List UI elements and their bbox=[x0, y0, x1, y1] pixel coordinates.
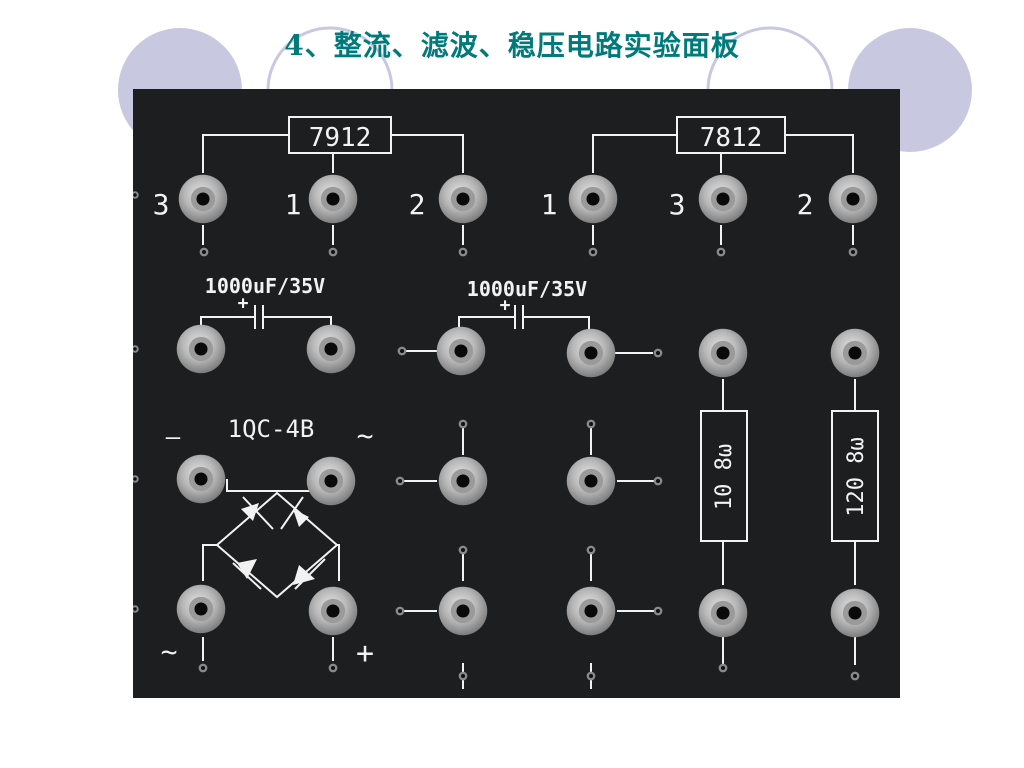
jack[interactable] bbox=[438, 456, 488, 506]
test-pin bbox=[653, 348, 663, 358]
test-pin bbox=[848, 247, 858, 257]
test-pin bbox=[586, 671, 596, 681]
test-pin bbox=[458, 419, 468, 429]
jack[interactable] bbox=[308, 174, 358, 224]
jack[interactable] bbox=[436, 326, 486, 376]
regulator-7812-label: 7812 bbox=[700, 123, 763, 153]
test-pin bbox=[458, 247, 468, 257]
capacitor-1-label: 1000uF/35V bbox=[205, 274, 325, 298]
test-pin bbox=[718, 663, 728, 673]
test-pin bbox=[199, 247, 209, 257]
jack[interactable] bbox=[178, 174, 228, 224]
test-pin bbox=[395, 476, 405, 486]
experiment-panel-photo: 7912 7812 3 1 2 1 3 2 1000uF/35V + 1000u… bbox=[133, 89, 900, 698]
diode-symbol bbox=[237, 559, 257, 579]
jack[interactable] bbox=[568, 174, 618, 224]
jack[interactable] bbox=[176, 454, 226, 504]
bridge-ac-top: ~ bbox=[357, 419, 374, 452]
capacitor-1-polarity: + bbox=[238, 293, 249, 314]
jack[interactable] bbox=[438, 586, 488, 636]
jack[interactable] bbox=[176, 324, 226, 374]
silkscreen-lines bbox=[200, 116, 879, 689]
jack[interactable] bbox=[698, 588, 748, 638]
jack[interactable] bbox=[698, 328, 748, 378]
jack[interactable] bbox=[566, 456, 616, 506]
bridge-minus: – bbox=[166, 423, 181, 451]
jack[interactable] bbox=[176, 584, 226, 634]
bridge-label: 1QC-4B bbox=[228, 415, 315, 443]
jack[interactable] bbox=[306, 456, 356, 506]
test-pin bbox=[198, 663, 208, 673]
jack[interactable] bbox=[566, 328, 616, 378]
jack[interactable] bbox=[698, 174, 748, 224]
test-pin bbox=[458, 671, 468, 681]
jack[interactable] bbox=[306, 324, 356, 374]
bridge-ac-bottom: ~ bbox=[161, 635, 178, 668]
pin-label: 1 bbox=[541, 188, 558, 221]
test-pin bbox=[328, 247, 338, 257]
test-pin bbox=[716, 247, 726, 257]
pin-label: 1 bbox=[285, 188, 302, 221]
test-pin bbox=[653, 476, 663, 486]
jack[interactable] bbox=[566, 586, 616, 636]
test-pin bbox=[588, 247, 598, 257]
bridge-plus: + bbox=[356, 636, 374, 671]
regulator-7912-label: 7912 bbox=[309, 123, 372, 153]
pin-label: 2 bbox=[797, 188, 814, 221]
pin-label: 3 bbox=[153, 188, 170, 221]
diode-symbol bbox=[293, 509, 309, 527]
capacitor-2-label: 1000uF/35V bbox=[467, 277, 587, 301]
jack[interactable] bbox=[830, 328, 880, 378]
slide-title: 4、整流、滤波、稳压电路实验面板 bbox=[284, 29, 740, 62]
test-pin bbox=[586, 545, 596, 555]
bridge-diodes bbox=[237, 503, 315, 585]
panel-background bbox=[133, 89, 900, 698]
jack[interactable] bbox=[828, 174, 878, 224]
test-pin bbox=[397, 346, 407, 356]
test-pin bbox=[395, 606, 405, 616]
test-pin bbox=[653, 606, 663, 616]
jack[interactable] bbox=[438, 174, 488, 224]
test-pin bbox=[328, 663, 338, 673]
test-pin bbox=[850, 671, 860, 681]
diode-symbol bbox=[293, 565, 315, 585]
capacitor-2-polarity: + bbox=[500, 295, 511, 316]
test-pin bbox=[458, 545, 468, 555]
resistor-1-label: 10 8ω bbox=[712, 444, 737, 510]
jack[interactable] bbox=[308, 586, 358, 636]
test-pin bbox=[586, 419, 596, 429]
pin-label: 3 bbox=[669, 188, 686, 221]
resistor-2-label: 120 8ω bbox=[844, 437, 869, 516]
pin-label: 2 bbox=[409, 188, 426, 221]
jack[interactable] bbox=[830, 588, 880, 638]
diode-symbol bbox=[241, 503, 259, 521]
